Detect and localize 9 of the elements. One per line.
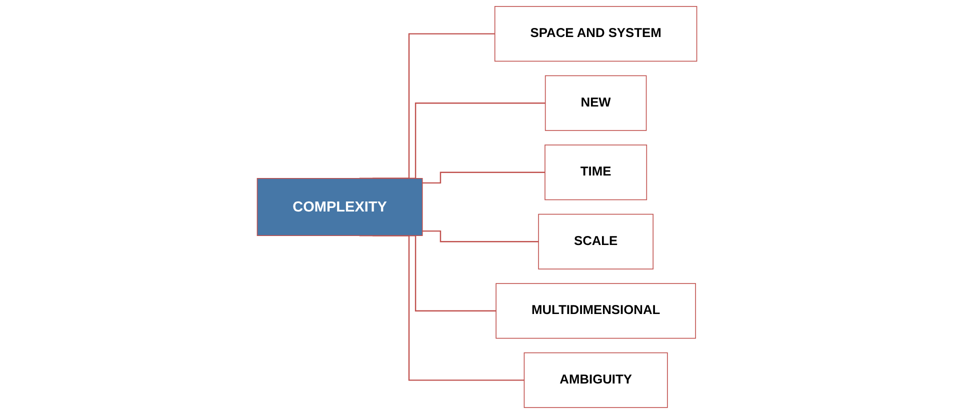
node-box: SPACE AND SYSTEM	[494, 6, 698, 62]
node-box: NEW	[544, 75, 647, 131]
node-box: SCALE	[538, 214, 654, 270]
node-box: MULTIDIMENSIONAL	[496, 283, 696, 339]
connector	[422, 230, 539, 242]
node-box: COMPLEXITY	[256, 178, 423, 236]
node-box: AMBIGUITY	[524, 352, 668, 408]
node-box: TIME	[544, 144, 648, 200]
connector	[422, 172, 545, 184]
